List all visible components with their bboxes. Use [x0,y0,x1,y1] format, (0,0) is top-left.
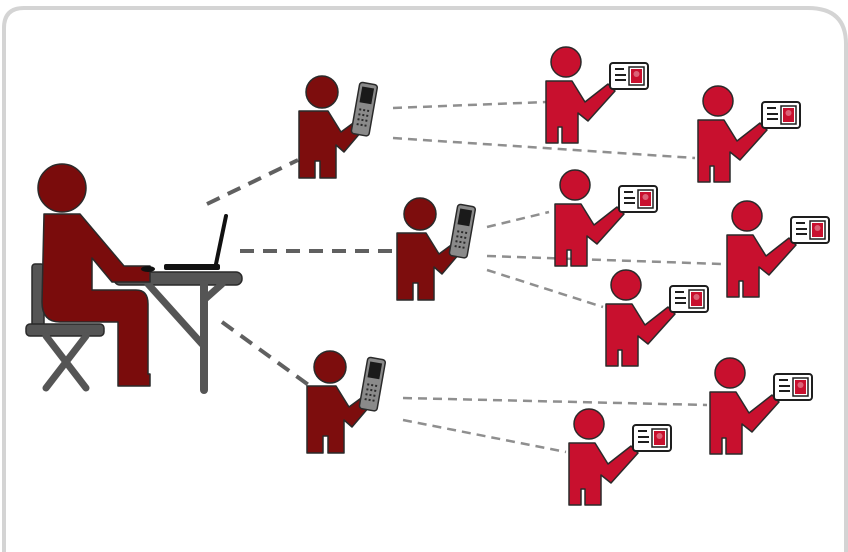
link-middle-to-respondent-5 [486,268,604,309]
link-bottom-to-respondent-6 [402,396,708,407]
respondent-1-icon [545,46,649,144]
supervisor-body [41,213,151,387]
chair-icon [25,263,105,392]
respondent-7-icon [568,408,672,506]
respondent-links [392,100,723,454]
link-middle-to-respondent-4 [486,254,723,266]
respondent-3-icon [554,169,658,267]
seated-person-with-laptop-icon [25,163,243,394]
supervisor-links [206,158,398,388]
supervisor-head [37,163,87,213]
link-bottom-to-respondent-7 [402,418,567,454]
interviewer-bottom-icon [306,350,387,454]
interviewer-middle-icon [396,197,477,301]
link-supervisor-to-interviewer-top [206,158,299,206]
respondent-4-icon [726,200,830,298]
link-supervisor-to-interviewer-bottom [220,320,312,388]
link-middle-to-respondent-3 [486,210,550,229]
interviewer-top-icon [298,75,379,179]
laptop-icon [141,214,228,272]
diagram-frame [2,6,848,552]
respondent-6-icon [709,357,813,455]
respondent-2-icon [697,85,801,183]
link-top-to-respondent-1 [392,100,547,110]
respondent-5-icon [605,269,709,367]
link-top-to-respondent-2 [392,136,696,160]
